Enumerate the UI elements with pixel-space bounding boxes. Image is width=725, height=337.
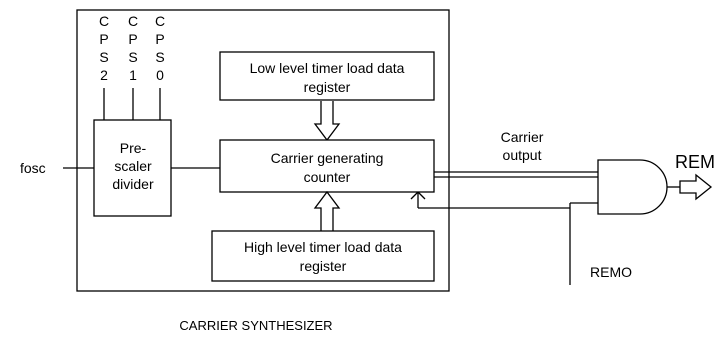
carrier-generating-counter-label: Carrier generating counter (271, 150, 384, 185)
cps1-bit-label: C P S 1 (128, 13, 138, 83)
low-level-register-box (219, 51, 435, 101)
svg-text:C: C (99, 13, 109, 29)
svg-text:1: 1 (129, 67, 137, 83)
carrier-synthesizer-block (76, 9, 450, 292)
svg-text:Pre-: Pre- (120, 140, 147, 156)
svg-text:2: 2 (100, 67, 108, 83)
high-level-register-label: High level timer load data register (244, 239, 402, 274)
svg-text:Carrier generating: Carrier generating (271, 150, 384, 166)
svg-text:scaler: scaler (114, 158, 152, 174)
svg-text:S: S (155, 49, 164, 65)
prescaler-divider-box (93, 119, 172, 217)
svg-text:0: 0 (156, 67, 164, 83)
high-level-register-box (211, 230, 435, 282)
remo-label: REMO (590, 264, 632, 280)
svg-text:register: register (300, 258, 347, 274)
carrier-generating-counter-box (219, 139, 435, 193)
cps-bit-lines (103, 88, 161, 120)
svg-text:output: output (503, 147, 542, 163)
carrier-output-label: Carrier output (501, 129, 544, 163)
svg-text:P: P (99, 31, 108, 47)
remo-feedback-line (410, 191, 598, 285)
svg-text:Low level timer load data: Low level timer load data (250, 60, 405, 76)
cps2-bit-label: C P S 2 (99, 13, 109, 83)
svg-text:P: P (128, 31, 137, 47)
rem-output-label: REM (675, 152, 715, 172)
svg-text:High level timer load data: High level timer load data (244, 239, 402, 255)
cps0-bit-label: C P S 0 (155, 13, 165, 83)
svg-text:C: C (155, 13, 165, 29)
low-level-register-label: Low level timer load data register (250, 60, 405, 95)
svg-text:P: P (155, 31, 164, 47)
prescaler-divider-label: Pre- scaler divider (112, 140, 154, 192)
svg-text:Carrier: Carrier (501, 129, 544, 145)
svg-text:S: S (99, 49, 108, 65)
carrier-output-line (434, 171, 598, 178)
fosc-input-label: fosc (20, 160, 46, 176)
rem-output-arrow (679, 173, 713, 201)
svg-text:register: register (304, 79, 351, 95)
svg-text:C: C (128, 13, 138, 29)
svg-text:counter: counter (304, 169, 351, 185)
and-gate (597, 159, 668, 215)
svg-text:divider: divider (112, 176, 154, 192)
low-register-to-counter-arrow (313, 101, 341, 142)
block-caption: CARRIER SYNTHESIZER (179, 318, 332, 333)
svg-text:S: S (128, 49, 137, 65)
high-register-to-counter-arrow (313, 190, 341, 231)
